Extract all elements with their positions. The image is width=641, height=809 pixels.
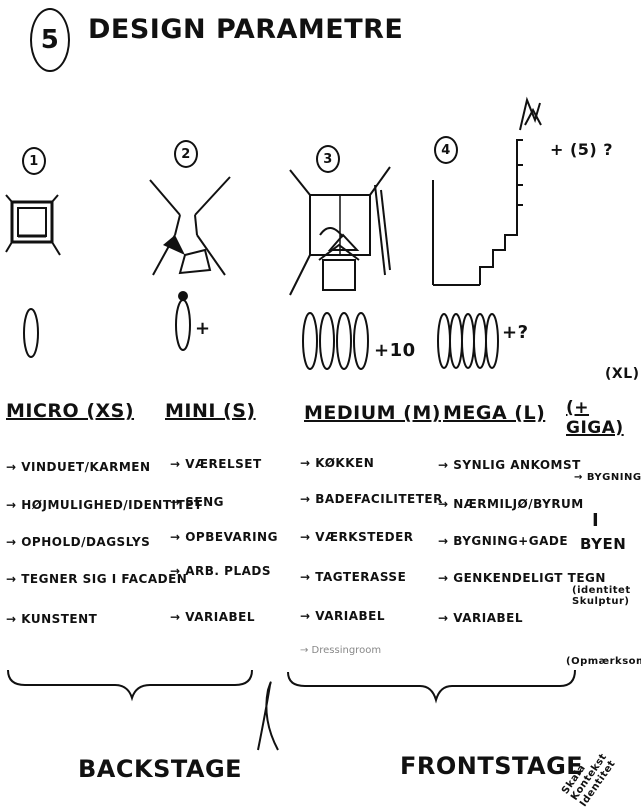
- people-count: +10: [374, 340, 416, 361]
- list-item: → BYGNINGEN: [574, 472, 641, 483]
- people-group-icon: [300, 310, 372, 372]
- list-item: → ARB. PLADS: [170, 564, 271, 578]
- section-number: 5: [41, 25, 60, 55]
- column-2-heading: MINI (S): [165, 400, 256, 422]
- person-icon: [20, 305, 42, 360]
- interior-sketch: [285, 165, 395, 300]
- list-item: → VINDUET/KARMEN: [6, 460, 151, 474]
- list-item: → VÆRKSTEDER: [300, 530, 414, 544]
- list-item: → KØKKEN: [300, 456, 374, 470]
- frontstage-label: FRONTSTAGE: [400, 752, 583, 780]
- column-1-heading: MICRO (XS): [6, 400, 134, 422]
- list-item: → VARIABEL: [438, 611, 523, 625]
- list-item: → VÆRELSET: [170, 457, 262, 471]
- list-item: → VARIABEL: [300, 609, 385, 623]
- list-item: → BADEFACILITETER: [300, 492, 443, 506]
- sketch-4-note: + (5) ?: [550, 140, 613, 159]
- list-item: BYEN: [580, 535, 626, 553]
- list-item: → NÆRMILJØ/BYRUM: [438, 497, 584, 511]
- list-item: → TEGNER SIG I FACADEN: [6, 572, 187, 586]
- people-group-icon: [436, 310, 500, 372]
- people-count: +?: [502, 322, 529, 343]
- backstage-label: BACKSTAGE: [78, 755, 242, 783]
- room-perspective-sketch: [145, 175, 235, 285]
- window-sketch: [4, 180, 64, 270]
- column-3-heading: MEDIUM (M): [304, 402, 441, 424]
- list-item: → VARIABEL: [170, 610, 255, 624]
- list-item: → KUNSTENT: [6, 612, 97, 626]
- list-item: (identitet Skulptur): [572, 585, 638, 607]
- list-item: I: [592, 510, 599, 531]
- person-icon: [172, 290, 194, 360]
- column-4-heading: MEGA (L): [443, 402, 545, 424]
- list-item: → SENG: [170, 495, 224, 509]
- list-item: → OPHOLD/DAGSLYS: [6, 535, 150, 549]
- xl-note: (XL): [605, 366, 640, 382]
- column-5-heading: (+ GIGA): [566, 398, 641, 438]
- people-count: +: [195, 318, 211, 339]
- list-item: → BYGNING+GADE: [438, 534, 568, 548]
- page-title: DESIGN PARAMETRE: [88, 14, 403, 45]
- section-number-badge: 5: [30, 8, 70, 72]
- list-item: → GENKENDELIGT TEGN: [438, 571, 606, 585]
- column-1-number: 1: [22, 147, 46, 175]
- list-item: → OPBEVARING: [170, 530, 278, 544]
- column-2-number: 2: [174, 140, 198, 168]
- list-item: → TAGTERASSE: [300, 570, 406, 584]
- list-item: → SYNLIG ANKOMST: [438, 458, 581, 472]
- building-street-sketch: [425, 95, 560, 290]
